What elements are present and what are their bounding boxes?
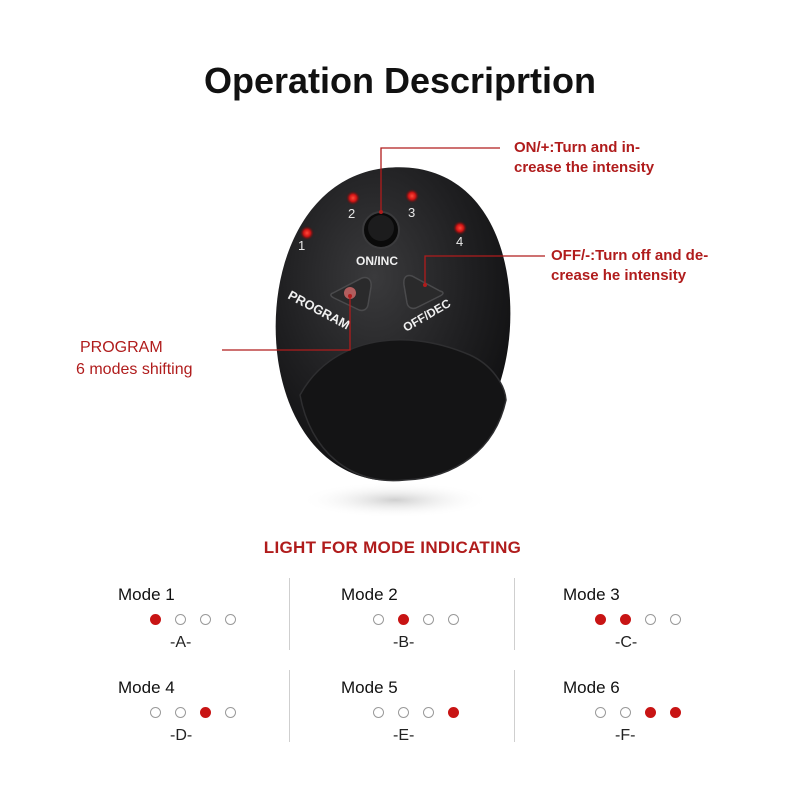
mode-letter: -C-: [615, 634, 638, 651]
mode-label: Mode 2: [341, 585, 398, 604]
light-on-icon: [670, 707, 681, 718]
mode-label: Mode 5: [341, 678, 398, 697]
light-off-icon: [670, 614, 681, 625]
on-callout-line-2: crease the intensity: [514, 159, 655, 176]
light-on-icon: [398, 614, 409, 625]
off-leader-line: [424, 255, 545, 285]
mode-cell-5: Mode 5 -E-: [341, 678, 541, 758]
led-number-1: 1: [298, 238, 305, 253]
light-off-icon: [373, 614, 384, 625]
light-off-icon: [200, 614, 211, 625]
light-off-icon: [175, 614, 186, 625]
led-2-icon: [346, 191, 360, 205]
page-title: Operation Descriprtion: [203, 60, 597, 101]
led-1-icon: [300, 226, 314, 240]
divider: [514, 670, 515, 742]
light-off-icon: [175, 707, 186, 718]
light-on-icon: [645, 707, 656, 718]
mode-section-title: LIGHT FOR MODE INDICATING: [263, 538, 522, 557]
program-leader-dot: [348, 294, 352, 298]
led-number-3: 3: [408, 205, 415, 220]
light-off-icon: [150, 707, 161, 718]
mode-letter: -E-: [393, 727, 415, 744]
mode-letter: -B-: [393, 634, 415, 651]
on-leader-dot: [379, 210, 383, 214]
device-shadow: [300, 482, 490, 518]
on-inc-button[interactable]: [362, 211, 400, 249]
led-number-2: 2: [348, 206, 355, 221]
device-lower-panel: [299, 339, 507, 482]
program-callout-line-1: PROGRAM: [80, 339, 163, 356]
divider: [514, 578, 515, 650]
off-callout: OFF/-:Turn off and de- crease he intensi…: [551, 246, 708, 286]
led-3-icon: [405, 189, 419, 203]
off-leader-dot: [423, 283, 427, 287]
led-number-4: 4: [456, 234, 463, 249]
light-on-icon: [200, 707, 211, 718]
mode-label: Mode 1: [118, 585, 175, 604]
mode-label: Mode 3: [563, 585, 620, 604]
program-callout-line-2: 6 modes shifting: [76, 361, 193, 378]
light-off-icon: [225, 707, 236, 718]
on-inc-label: ON/INC: [356, 254, 398, 268]
light-on-icon: [595, 614, 606, 625]
program-leader-line: [222, 296, 351, 351]
off-callout-line-1: OFF/-:Turn off and de-: [551, 247, 709, 264]
light-on-icon: [620, 614, 631, 625]
off-callout-line-2: crease he intensity: [551, 267, 687, 284]
light-off-icon: [645, 614, 656, 625]
light-on-icon: [150, 614, 161, 625]
mode-label: Mode 6: [563, 678, 620, 697]
off-dec-button[interactable]: [403, 274, 444, 310]
mode-letter: -A-: [170, 634, 192, 651]
light-off-icon: [448, 614, 459, 625]
light-off-icon: [373, 707, 384, 718]
light-off-icon: [398, 707, 409, 718]
light-off-icon: [225, 614, 236, 625]
mode-label: Mode 4: [118, 678, 175, 697]
program-button[interactable]: [330, 276, 372, 312]
light-on-icon: [448, 707, 459, 718]
light-off-icon: [423, 707, 434, 718]
mode-cell-1: Mode 1 -A-: [118, 585, 318, 665]
mode-letter: -F-: [615, 727, 636, 744]
light-off-icon: [595, 707, 606, 718]
on-callout-line-1: ON/+:Turn and in-: [514, 139, 640, 156]
led-4-icon: [453, 221, 467, 235]
divider: [289, 578, 290, 650]
mode-cell-3: Mode 3 -C-: [563, 585, 763, 665]
on-leader-line: [380, 147, 500, 212]
light-off-icon: [620, 707, 631, 718]
mode-cell-6: Mode 6 -F-: [563, 678, 763, 758]
on-callout: ON/+:Turn and in- crease the intensity: [514, 138, 654, 178]
mode-cell-4: Mode 4 -D-: [118, 678, 318, 758]
light-off-icon: [423, 614, 434, 625]
divider: [289, 670, 290, 742]
mode-cell-2: Mode 2 -B-: [341, 585, 541, 665]
program-callout: PROGRAM 6 modes shifting: [76, 337, 193, 381]
mode-letter: -D-: [170, 727, 193, 744]
